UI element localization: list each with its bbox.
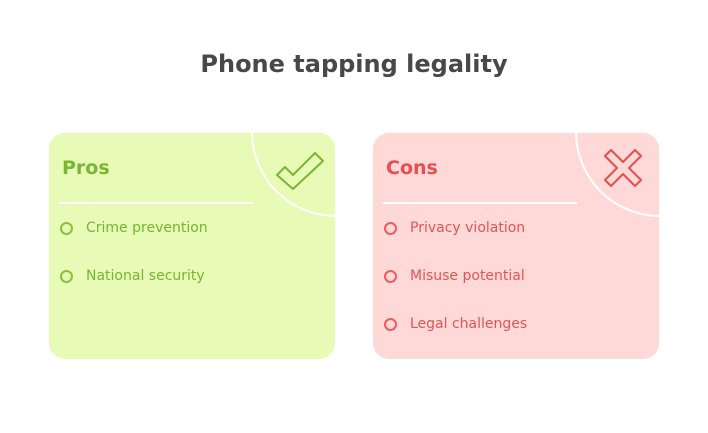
x-icon	[604, 149, 642, 187]
list-item: Misuse potential	[384, 266, 527, 314]
pros-heading: Pros	[62, 157, 110, 179]
bullet-circle-icon	[384, 270, 397, 283]
cons-list: Privacy violation Misuse potential Legal…	[384, 218, 527, 359]
cons-item-label: Misuse potential	[410, 268, 525, 284]
cons-heading: Cons	[386, 157, 438, 179]
bullet-circle-icon	[384, 222, 397, 235]
bullet-circle-icon	[60, 270, 73, 283]
cons-item-label: Privacy violation	[410, 220, 526, 236]
check-icon	[276, 152, 324, 190]
pros-item-label: Crime prevention	[86, 220, 208, 236]
cons-item-label: Legal challenges	[410, 316, 528, 332]
pros-card: Pros Crime prevention National security	[49, 133, 335, 359]
bullet-circle-icon	[60, 222, 73, 235]
list-item: National security	[60, 266, 208, 314]
pros-item-label: National security	[86, 268, 205, 284]
bullet-circle-icon	[384, 318, 397, 331]
list-item: Legal challenges	[384, 314, 527, 359]
cons-card: Cons Privacy violation Misuse potential …	[373, 133, 659, 359]
list-item: Privacy violation	[384, 218, 527, 266]
divider	[383, 202, 577, 204]
list-item: Crime prevention	[60, 218, 208, 266]
page-title: Phone tapping legality	[200, 50, 508, 78]
pros-list: Crime prevention National security	[60, 218, 208, 314]
divider	[59, 202, 253, 204]
